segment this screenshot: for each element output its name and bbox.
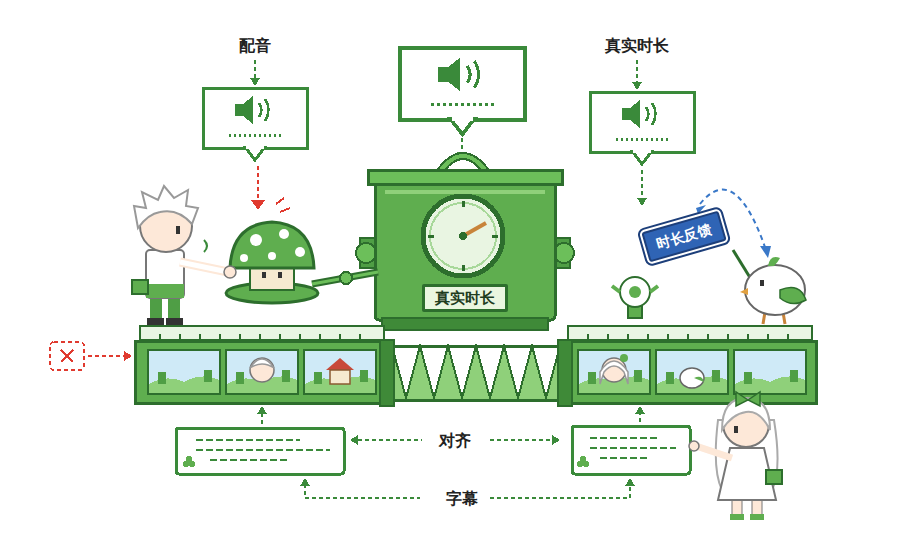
timer-machine xyxy=(356,156,574,330)
film-strip xyxy=(135,326,816,406)
feedback-sign: 时长反馈 xyxy=(641,211,726,263)
node-text: 真实时长 xyxy=(435,289,495,307)
rejected-mark xyxy=(50,342,132,370)
mushroom xyxy=(226,222,318,303)
boy xyxy=(132,186,236,325)
small-sprite xyxy=(612,277,658,318)
observer-bird xyxy=(696,190,806,324)
relation-label: 对齐 xyxy=(433,431,477,450)
relation-label: 字幕 xyxy=(440,489,484,508)
girl xyxy=(689,392,782,520)
input-label: 真实时长 xyxy=(605,36,669,55)
machine-plate: 真实时长 xyxy=(422,284,508,312)
input-label: 配音 xyxy=(239,36,271,55)
speech-bubbles xyxy=(203,48,694,164)
crank xyxy=(312,272,378,284)
subtitle-cards xyxy=(176,406,690,498)
node-text: 时长反馈 xyxy=(655,221,713,253)
